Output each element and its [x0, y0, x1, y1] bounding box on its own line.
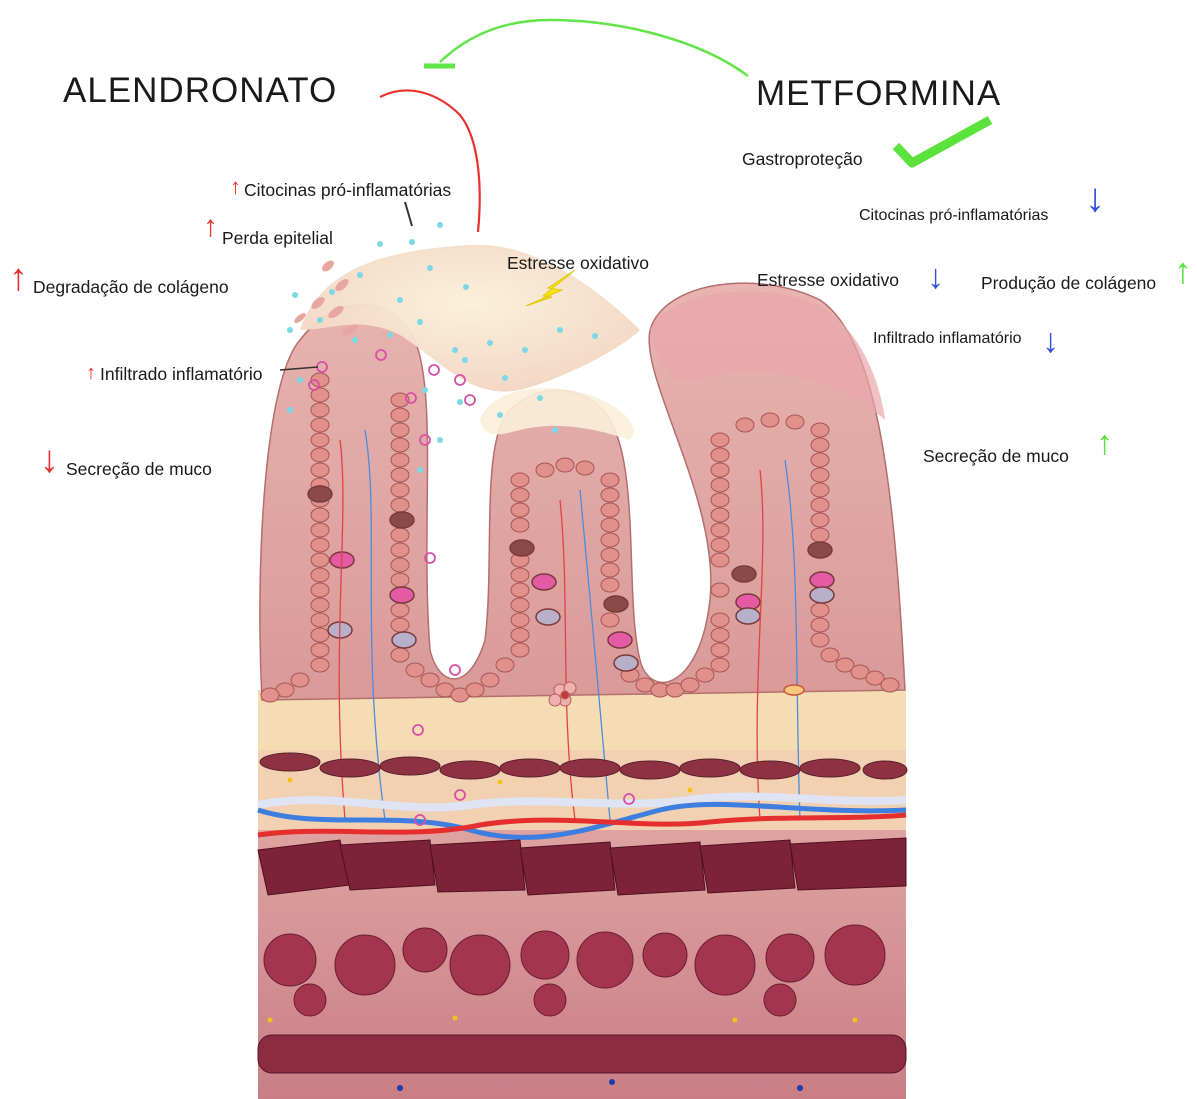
- arrow-up-icon: ↑: [203, 212, 218, 242]
- capillary-cross-section: [784, 685, 804, 695]
- arrow-down-icon: ↓: [40, 445, 59, 475]
- label-cytokines-left: Citocinas pró-inflamatórias: [244, 180, 451, 200]
- arrow-down-icon: ↓: [1085, 183, 1105, 213]
- arrow-down-icon: ↓: [1042, 326, 1059, 356]
- label-infiltrate-left: Infiltrado inflamatório: [100, 364, 262, 384]
- label-collagen-production: Produção de colágeno: [981, 273, 1156, 293]
- label-mucus-left: Secreção de muco: [66, 459, 212, 479]
- label-epithelial-loss: Perda epitelial: [222, 228, 333, 248]
- outer-muscle-layer: [258, 1035, 906, 1073]
- alendronato-title: ALENDRONATO: [63, 71, 337, 111]
- label-gastroprotection: Gastroproteção: [742, 149, 863, 169]
- pointer-line-cytokines: [405, 202, 412, 226]
- arrow-up-icon: ↑: [230, 172, 241, 202]
- arrow-up-icon: ↑: [1174, 256, 1192, 286]
- arrow-up-icon: ↑: [9, 263, 28, 293]
- checkmark-icon: [896, 120, 990, 163]
- label-collagen-degradation: Degradação de colágeno: [33, 277, 229, 297]
- arrow-down-icon: ↓: [927, 262, 944, 292]
- metformina-title: METFORMINA: [756, 74, 1001, 114]
- label-oxidative-stress-center: Estresse oxidativo: [507, 253, 649, 273]
- alendronato-inhibition-line: [380, 90, 480, 232]
- arrow-up-icon: ↑: [1096, 428, 1113, 458]
- label-mucus-right: Secreção de muco: [923, 446, 1069, 466]
- arrow-up-icon: ↑: [86, 358, 96, 388]
- label-infiltrate-right: Infiltrado inflamatório: [873, 329, 1022, 349]
- muscle-layer: [258, 838, 906, 895]
- label-oxidative-stress-right: Estresse oxidativo: [757, 270, 899, 290]
- label-cytokines-right: Citocinas pró-inflamatórias: [859, 206, 1048, 226]
- metformina-inhibition-curve: [440, 20, 748, 76]
